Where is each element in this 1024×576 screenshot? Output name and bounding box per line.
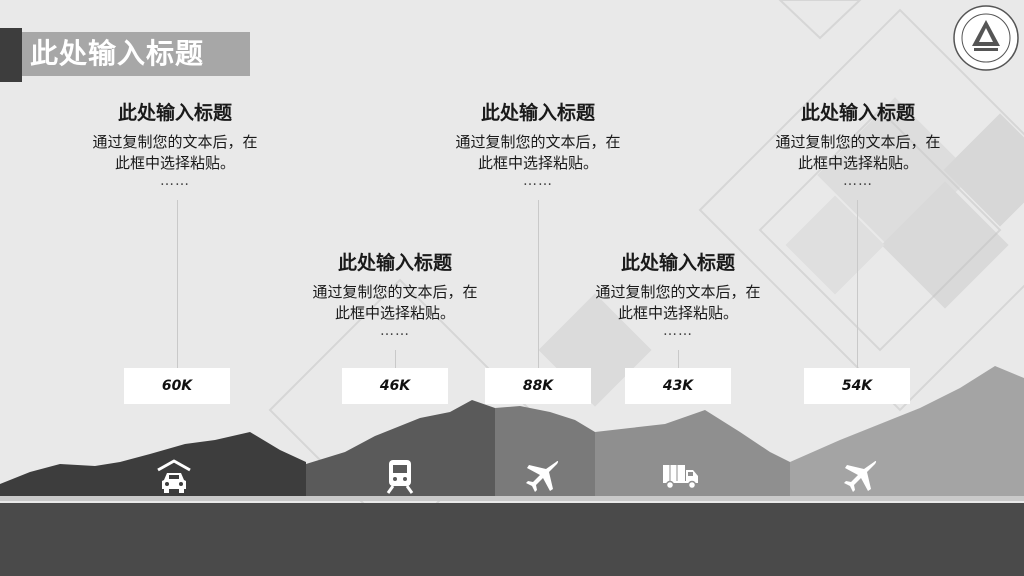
connector-line	[177, 200, 178, 368]
ground-line	[0, 496, 1024, 501]
connector-line	[538, 200, 539, 368]
title-box	[22, 32, 250, 76]
item-body-line: 通过复制您的文本后，在	[595, 283, 761, 301]
item-ellipsis: ……	[843, 173, 873, 189]
item-body-line: 通过复制您的文本后，在	[312, 283, 478, 301]
item-body: 通过复制您的文本后，在此框中选择粘贴。	[418, 132, 658, 174]
connector-line	[395, 350, 396, 368]
info-item-5: 此处输入标题 通过复制您的文本后，在此框中选择粘贴。 ……	[738, 100, 978, 188]
university-seal-icon	[953, 5, 1019, 71]
connector-line	[678, 350, 679, 368]
item-body-line: 此框中选择粘贴。	[334, 304, 455, 322]
item-ellipsis: ……	[523, 173, 553, 189]
info-item-1: 此处输入标题 通过复制您的文本后，在此框中选择粘贴。 ……	[55, 100, 295, 188]
item-body-line: 通过复制您的文本后，在	[455, 133, 621, 151]
delivery-truck-icon	[663, 465, 698, 490]
airplane-icon	[844, 460, 877, 492]
item-ellipsis: ……	[160, 173, 190, 189]
connector-line	[857, 200, 858, 368]
title-accent-bar	[0, 28, 22, 82]
item-body-line: 此框中选择粘贴。	[797, 154, 918, 172]
item-body: 通过复制您的文本后，在此框中选择粘贴。	[558, 282, 798, 324]
airplane-icon	[526, 460, 559, 492]
item-title: 此处输入标题	[337, 252, 452, 274]
item-body-line: 此框中选择粘贴。	[477, 154, 598, 172]
info-item-4: 此处输入标题 通过复制您的文本后，在此框中选择粘贴。 ……	[558, 250, 798, 338]
item-ellipsis: ……	[380, 323, 410, 339]
value-box: 88K	[485, 368, 591, 404]
item-body: 通过复制您的文本后，在此框中选择粘贴。	[738, 132, 978, 174]
item-title: 此处输入标题	[480, 102, 595, 124]
item-title: 此处输入标题	[800, 102, 915, 124]
value-box: 46K	[342, 368, 448, 404]
bottom-band	[0, 503, 1024, 576]
info-item-3: 此处输入标题 通过复制您的文本后，在此框中选择粘贴。 ……	[418, 100, 658, 188]
item-body: 通过复制您的文本后，在此框中选择粘贴。	[55, 132, 295, 174]
item-body: 通过复制您的文本后，在此框中选择粘贴。	[275, 282, 515, 324]
item-title: 此处输入标题	[620, 252, 735, 274]
car-garage-icon	[157, 459, 191, 493]
item-body-line: 此框中选择粘贴。	[114, 154, 235, 172]
item-title: 此处输入标题	[117, 102, 232, 124]
value-box: 54K	[804, 368, 910, 404]
item-ellipsis: ……	[663, 323, 693, 339]
item-body-line: 通过复制您的文本后，在	[92, 133, 258, 151]
page-title: 此处输入标题	[30, 37, 205, 70]
train-icon	[386, 460, 414, 494]
item-body-line: 通过复制您的文本后，在	[775, 133, 941, 151]
value-box: 43K	[625, 368, 731, 404]
info-item-2: 此处输入标题 通过复制您的文本后，在此框中选择粘贴。 ……	[275, 250, 515, 338]
value-box: 60K	[124, 368, 230, 404]
item-body-line: 此框中选择粘贴。	[617, 304, 738, 322]
